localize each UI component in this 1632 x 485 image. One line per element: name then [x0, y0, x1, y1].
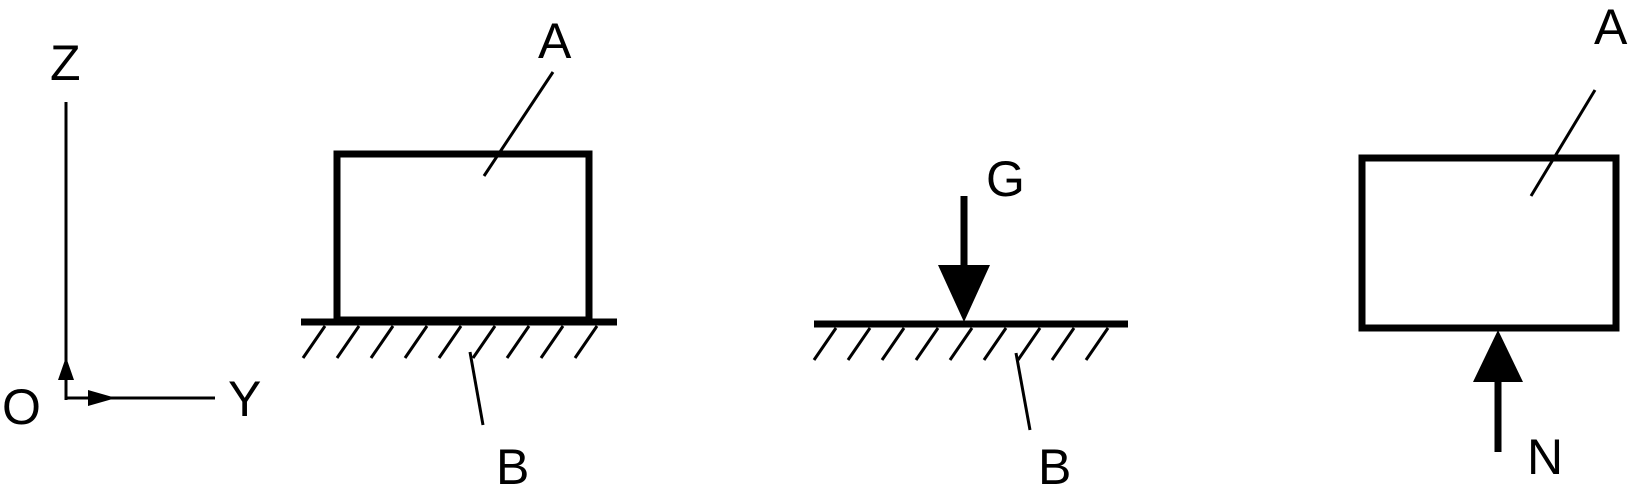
z-axis-label: Z [50, 35, 81, 91]
z-axis-arrowhead [58, 357, 74, 380]
ground-hatching [301, 325, 599, 359]
block-a [333, 150, 593, 324]
y-axis-arrowhead [88, 390, 116, 406]
force-n-label: N [1527, 429, 1563, 485]
force-n-arrowhead [1473, 330, 1523, 382]
ground-b-label: B [496, 439, 529, 485]
ground-b-leader-fbd [1014, 352, 1032, 431]
assembly-panel: A B [301, 13, 617, 485]
block-a-label-fbd: A [1594, 0, 1628, 55]
ground-b-label-fbd: B [1038, 439, 1071, 485]
origin-label: O [2, 379, 41, 435]
ground-fbd-panel: G B [812, 151, 1128, 485]
block-a-leader-fbd [1529, 89, 1597, 197]
force-g-arrowhead [938, 265, 990, 322]
ground-b-leader [468, 351, 485, 426]
y-axis-label: Y [228, 371, 261, 427]
ground-fbd-hatching [812, 327, 1110, 361]
block-a-leader [482, 71, 555, 177]
force-g-label: G [986, 151, 1025, 207]
block-a-fbd [1358, 154, 1620, 332]
block-fbd-panel: A N [1358, 0, 1628, 485]
coordinate-axes: Z Y O [2, 35, 261, 435]
block-a-label: A [538, 13, 572, 69]
